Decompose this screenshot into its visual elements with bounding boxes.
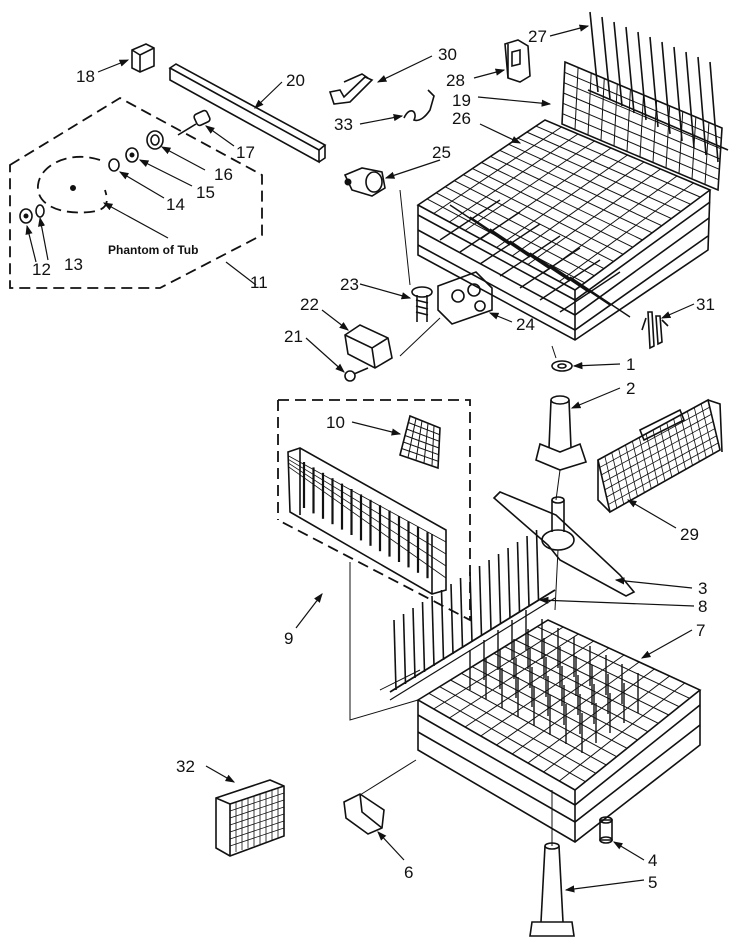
callout-5: 5 bbox=[648, 873, 657, 892]
part-5-spray-tower bbox=[529, 842, 575, 937]
callout-15: 15 bbox=[196, 183, 215, 202]
part-8-tine-row bbox=[389, 529, 556, 701]
part-30-clip bbox=[328, 73, 374, 105]
callout-26: 26 bbox=[452, 109, 471, 128]
callout-1: 1 bbox=[626, 355, 635, 374]
callout-21: 21 bbox=[284, 327, 303, 346]
part-33-spring bbox=[403, 89, 435, 122]
part-16-wheel bbox=[146, 130, 164, 150]
phantom-tub-curve bbox=[37, 155, 108, 214]
callout-9: 9 bbox=[284, 629, 293, 648]
callout-20: 20 bbox=[286, 71, 305, 90]
callout-30: 30 bbox=[438, 45, 457, 64]
callout-3: 3 bbox=[698, 579, 707, 598]
part-32-small-basket bbox=[215, 779, 285, 857]
part-22-end-cap bbox=[344, 324, 393, 369]
part-19-folding-shelf bbox=[561, 60, 723, 192]
callout-labels: 18 20 17 16 15 14 12 13 11 Phantom of Tu… bbox=[32, 27, 715, 892]
leader-lines bbox=[25, 24, 695, 893]
callout-8: 8 bbox=[698, 597, 707, 616]
assembly-11-outline bbox=[9, 96, 263, 289]
part-14-washer bbox=[108, 158, 120, 172]
part-20-track bbox=[168, 63, 327, 164]
callout-14: 14 bbox=[166, 195, 185, 214]
part-29-cutlery-basket bbox=[597, 398, 723, 514]
callout-22: 22 bbox=[300, 295, 319, 314]
part-10-divider bbox=[399, 414, 441, 470]
part-27-tine-row bbox=[587, 11, 729, 163]
callout-18: 18 bbox=[76, 67, 95, 86]
callout-7: 7 bbox=[696, 621, 705, 640]
callout-31: 31 bbox=[696, 295, 715, 314]
part-2-feed-tube bbox=[535, 395, 588, 471]
callout-17: 17 bbox=[236, 143, 255, 162]
part-18-end-cap bbox=[131, 43, 155, 73]
part-1-seal bbox=[551, 360, 573, 372]
callout-13: 13 bbox=[64, 255, 83, 274]
callout-16: 16 bbox=[214, 165, 233, 184]
callout-12: 12 bbox=[32, 260, 51, 279]
part-26-upper-rack bbox=[416, 119, 712, 341]
callout-6: 6 bbox=[404, 863, 413, 882]
callout-32: 32 bbox=[176, 757, 195, 776]
part-9-silverware-basket bbox=[287, 447, 447, 595]
callout-24: 24 bbox=[516, 315, 535, 334]
part-24-stop-bracket bbox=[437, 271, 493, 325]
part-28-bracket bbox=[504, 39, 531, 83]
callout-33: 33 bbox=[334, 115, 353, 134]
part-13-washer bbox=[35, 204, 45, 218]
part-31-clip bbox=[641, 311, 669, 350]
part-6-wheel-clip bbox=[343, 793, 385, 835]
part-15-spacer bbox=[125, 147, 139, 163]
part-4-bushing bbox=[599, 816, 613, 844]
part-25-roller bbox=[343, 167, 386, 197]
phantom-label: Phantom of Tub bbox=[108, 243, 198, 257]
callout-27: 27 bbox=[528, 27, 547, 46]
callout-23: 23 bbox=[340, 275, 359, 294]
part-23-screw bbox=[411, 286, 433, 322]
part-12-nut bbox=[19, 208, 33, 224]
assembly-9-outline bbox=[277, 399, 471, 622]
callout-2: 2 bbox=[626, 379, 635, 398]
callout-25: 25 bbox=[432, 143, 451, 162]
callout-11: 11 bbox=[250, 273, 268, 292]
part-7-lower-rack bbox=[416, 610, 702, 843]
callout-10: 10 bbox=[326, 413, 345, 432]
part-17-bolt bbox=[177, 109, 211, 136]
callout-29: 29 bbox=[680, 525, 699, 544]
callout-4: 4 bbox=[648, 851, 657, 870]
part-21-screw bbox=[344, 367, 369, 382]
callout-19: 19 bbox=[452, 91, 471, 110]
part-3-spray-arm bbox=[492, 491, 636, 597]
callout-28: 28 bbox=[446, 71, 465, 90]
